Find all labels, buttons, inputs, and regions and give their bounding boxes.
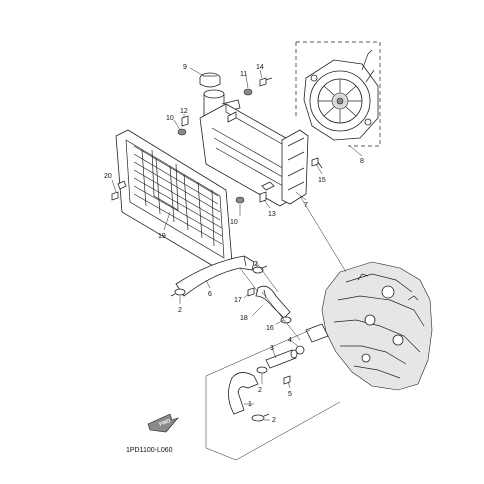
callout-9: 9 xyxy=(183,64,187,71)
radiator-hose-6 xyxy=(175,255,255,297)
callout-11: 11 xyxy=(240,71,247,78)
callout-14: 14 xyxy=(256,64,264,71)
bolt-5 xyxy=(283,375,291,385)
radiator-cap xyxy=(199,72,221,88)
engine-block xyxy=(321,261,433,391)
leader-lines xyxy=(111,67,363,421)
callout-18: 18 xyxy=(240,315,248,322)
callout-1: 1 xyxy=(248,401,252,408)
bolt-17 xyxy=(247,287,255,297)
fwd-arrow-icon: FWD xyxy=(147,413,179,433)
collar-13 xyxy=(259,191,267,203)
callout-2-b: 2 xyxy=(178,307,182,314)
callout-16: 16 xyxy=(266,325,274,332)
callout-6: 6 xyxy=(208,291,212,298)
callout-12: 12 xyxy=(180,108,188,115)
callouts: 9 11 14 12 10 8 15 20 7 13 10 19 2 6 2 1… xyxy=(104,64,364,424)
water-pipe-3 xyxy=(265,349,298,369)
callout-20: 20 xyxy=(104,173,112,180)
callout-8: 8 xyxy=(360,158,364,165)
callout-10-bottom: 10 xyxy=(230,219,238,226)
callout-17: 17 xyxy=(234,297,242,304)
radiator-core xyxy=(199,103,309,207)
hose-clamp-2d xyxy=(251,413,270,422)
water-pipe-18 xyxy=(255,285,291,319)
callout-4: 4 xyxy=(288,337,292,344)
hose-clamp-2b xyxy=(170,288,186,297)
o-ring-16 xyxy=(280,316,292,324)
callout-10-top: 10 xyxy=(166,115,174,122)
callout-19: 19 xyxy=(158,233,166,240)
callout-7: 7 xyxy=(304,202,308,209)
assembly-lines xyxy=(205,195,347,461)
grommet-10-bottom xyxy=(235,196,245,204)
radiator-guard xyxy=(115,129,233,271)
callout-2-d: 2 xyxy=(272,417,276,424)
bolt-20 xyxy=(111,191,119,201)
callout-2-a: 2 xyxy=(254,261,258,268)
diagram-code: 1PD1100-L060 xyxy=(126,447,173,454)
radiator-hose-1 xyxy=(228,372,259,415)
grommet-11 xyxy=(243,88,253,96)
fan-box-outline xyxy=(295,41,381,147)
water-pump-outlet xyxy=(305,323,329,343)
o-ring-4 xyxy=(295,345,305,355)
hose-clamp-2c xyxy=(256,366,268,374)
callout-3: 3 xyxy=(270,345,274,352)
grommet-10-top xyxy=(177,128,187,136)
bolt-15 xyxy=(311,157,323,169)
callout-2-c: 2 xyxy=(258,387,262,394)
callout-13: 13 xyxy=(268,211,276,218)
fan-assembly xyxy=(303,49,379,141)
callout-15: 15 xyxy=(318,177,326,184)
bolt-14 xyxy=(259,77,273,87)
fwd-label: FWD xyxy=(159,418,172,428)
collar-12 xyxy=(181,115,189,127)
callout-5: 5 xyxy=(288,391,292,398)
